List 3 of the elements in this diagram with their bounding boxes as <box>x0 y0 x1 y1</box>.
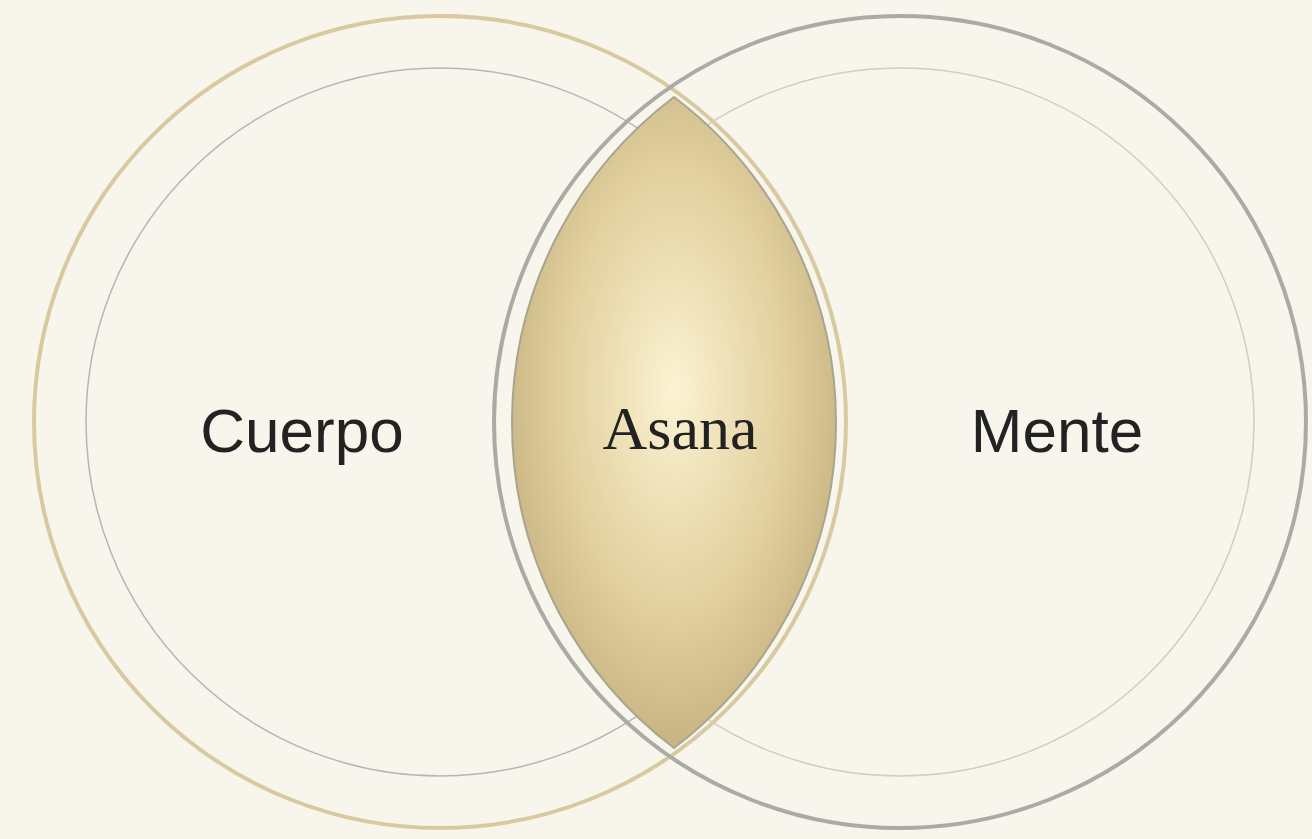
set-label: Cuerpo <box>200 394 404 466</box>
set-label: Asana <box>602 392 758 464</box>
set-label: Mente <box>970 394 1144 466</box>
